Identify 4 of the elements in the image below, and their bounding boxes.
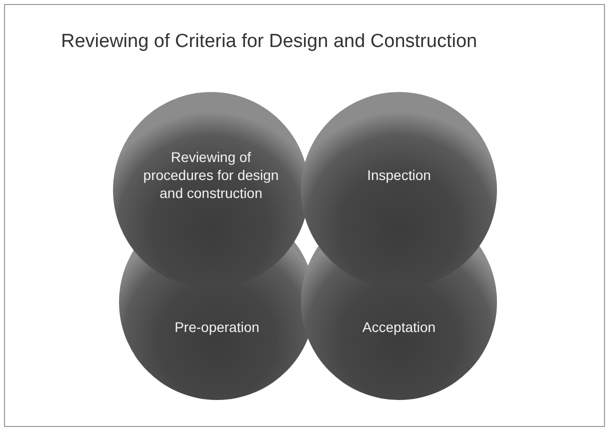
circle-label: Pre-operation [147, 318, 287, 336]
circle-label: Inspection [329, 166, 469, 184]
slide-title: Reviewing of Criteria for Design and Construction [61, 31, 478, 53]
circle-label: Acceptation [329, 318, 469, 336]
